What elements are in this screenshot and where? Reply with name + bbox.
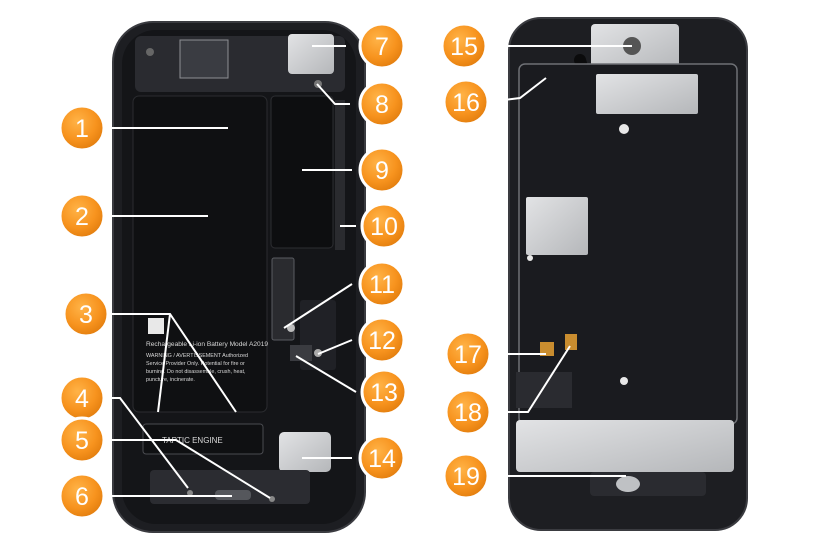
bottom-screw-1 (187, 490, 193, 496)
leader-13 (295, 355, 357, 393)
loudspeaker-plate (279, 432, 331, 472)
leader-8 (316, 83, 350, 105)
bottom-area (590, 472, 706, 496)
lightning-port (215, 490, 251, 500)
callout-3: 3 (62, 290, 110, 338)
callout-17-num: 17 (454, 341, 482, 369)
callout-15: 15 (440, 22, 488, 70)
callout-badges: 1 2 3 4 5 6 7 8 (58, 22, 492, 520)
callout-13: 13 (360, 368, 408, 416)
top-connector-plate (179, 39, 229, 79)
callout-11: 11 (358, 260, 406, 308)
callout-14-num: 14 (368, 445, 396, 473)
right-phone-display-assembly (508, 17, 748, 531)
left-phone-internals: Rechargeable Li-ion Battery Model A2019 … (112, 21, 366, 533)
leader-lines (104, 45, 632, 499)
callout-9-num: 9 (375, 157, 389, 185)
shield-hole-3 (527, 255, 533, 261)
callout-16-num: 16 (452, 89, 480, 117)
shield-hole-2 (620, 377, 628, 385)
shield-metal-pad-top (596, 74, 698, 114)
leader-5 (104, 439, 271, 499)
callout-7-num: 7 (375, 33, 389, 61)
top-screw-1 (146, 48, 154, 56)
shield-metal-pad-left (526, 197, 588, 255)
leader-18 (490, 345, 571, 413)
battery-warning-3: burning. Do not disassemble, crush, heat… (146, 369, 246, 375)
home-button-bracket (516, 420, 734, 472)
battery-warning-1: WARNING / AVERTISSEMENT Authorized (146, 353, 248, 359)
leader-16 (487, 77, 547, 103)
flex-cable (271, 257, 295, 341)
leader-12 (317, 339, 353, 355)
callout-4-num: 4 (75, 385, 89, 413)
callout-2-num: 2 (75, 203, 89, 231)
logic-board (270, 95, 334, 249)
rear-camera-bracket (288, 34, 334, 74)
callout-15-num: 15 (450, 33, 478, 61)
leader-4 (104, 397, 189, 489)
callout-10: 10 (360, 202, 408, 250)
callout-8: 8 (358, 80, 406, 128)
callout-16: 16 (442, 78, 490, 126)
logic-board-edge (335, 100, 345, 250)
callout-6-num: 6 (75, 483, 89, 511)
home-button (616, 476, 640, 492)
callout-3-num: 3 (79, 301, 93, 329)
battery-model-text: Rechargeable Li-ion Battery Model A2019 (146, 341, 268, 348)
taptic-engine-label: TAPTIC ENGINE (162, 436, 223, 445)
callout-13-num: 13 (370, 379, 398, 407)
callout-9: 9 (358, 146, 406, 194)
display-connector-2 (565, 334, 577, 350)
callout-1-num: 1 (75, 115, 89, 143)
battery-warning-2: Service Provider Only. Potential for fir… (146, 361, 245, 367)
callout-18-num: 18 (454, 399, 482, 427)
callout-10-num: 10 (370, 213, 398, 241)
battery-cell (132, 95, 268, 413)
callout-5-num: 5 (75, 427, 89, 455)
callout-1: 1 (58, 104, 106, 152)
callout-6: 6 (58, 472, 106, 520)
bottom-screw-2 (269, 496, 275, 502)
connector-cluster (290, 345, 312, 361)
mid-screw-1 (287, 324, 295, 332)
callout-18: 18 (444, 388, 492, 436)
callout-14: 14 (358, 434, 406, 482)
battery-warning-4: puncture, incinerate. (146, 377, 195, 383)
callout-19: 19 (442, 452, 490, 500)
callout-8-num: 8 (375, 91, 389, 119)
connector-shield (516, 372, 572, 408)
callout-12: 12 (358, 316, 406, 364)
leader-3b (157, 313, 171, 413)
callout-12-num: 12 (368, 327, 396, 355)
callout-19-num: 19 (452, 463, 480, 491)
callout-2: 2 (58, 192, 106, 240)
callout-17: 17 (444, 330, 492, 378)
leader-11 (283, 283, 353, 329)
display-connector-1 (540, 342, 554, 356)
callout-4: 4 (58, 374, 106, 422)
callout-7: 7 (358, 22, 406, 70)
callout-11-num: 11 (369, 271, 395, 299)
shield-hole-1 (619, 124, 629, 134)
battery-qr-mark (148, 318, 164, 334)
callout-5: 5 (58, 416, 106, 464)
